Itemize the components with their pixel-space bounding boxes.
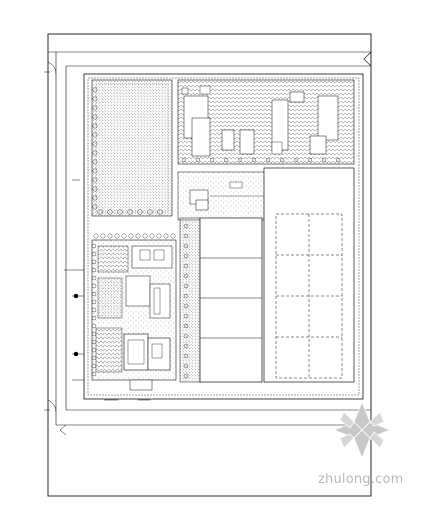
tree-symbol: [183, 283, 189, 289]
dimension-marks: [44, 71, 150, 411]
tree-symbol: [91, 315, 97, 321]
northeast-building-compound: [177, 79, 355, 165]
tree-symbol: [163, 233, 169, 239]
tree-symbol: [157, 209, 163, 215]
tree-symbol: [142, 233, 148, 239]
tree-symbol: [336, 157, 341, 162]
tree-symbol: [183, 253, 189, 259]
tree-symbol: [93, 233, 99, 239]
tree-symbol: [92, 123, 98, 129]
tree-symbol: [97, 209, 103, 215]
tree-symbol: [183, 273, 189, 279]
tree-symbol: [91, 307, 97, 313]
tree-symbol: [92, 141, 98, 147]
tree-symbol: [183, 313, 189, 319]
tree-symbol: [91, 347, 97, 353]
tree-symbol: [91, 259, 97, 265]
tree-symbol: [92, 168, 98, 174]
tree-symbol: [266, 157, 271, 162]
tree-symbol: [91, 291, 97, 297]
tree-symbol: [183, 243, 189, 249]
tree-symbol: [91, 355, 97, 361]
tree-symbol: [92, 204, 98, 210]
site-boundary: [83, 73, 364, 400]
tree-symbol: [147, 209, 153, 215]
left-road: [47, 52, 67, 425]
tree-symbol: [183, 223, 189, 229]
tree-symbol: [92, 105, 98, 111]
tree-symbol: [91, 371, 97, 377]
tree-symbol: [91, 267, 97, 273]
tree-symbol: [121, 233, 127, 239]
tree-symbol: [137, 209, 143, 215]
tree-symbol: [183, 293, 189, 299]
tree-symbol: [107, 233, 113, 239]
tree-symbol: [92, 150, 98, 156]
tree-symbol: [91, 363, 97, 369]
tree-symbol: [135, 233, 141, 239]
tree-symbol: [251, 157, 256, 162]
tree-symbol: [183, 233, 189, 239]
tree-symbol: [100, 233, 106, 239]
tree-symbol: [92, 195, 98, 201]
tree-symbol: [237, 157, 242, 162]
tree-symbol: [92, 87, 98, 93]
warehouse-block-right: [263, 167, 355, 383]
tree-symbol: [91, 275, 97, 281]
tree-symbol: [209, 157, 214, 162]
tree-symbol: [308, 157, 313, 162]
tree-symbol: [92, 177, 98, 183]
tree-symbol: [183, 353, 189, 359]
tree-symbol: [183, 363, 189, 369]
central-entrance-strip: [177, 171, 271, 221]
tree-symbol: [114, 233, 120, 239]
tree-symbol: [322, 157, 327, 162]
tree-symbols: [91, 87, 341, 379]
watermark-text: zhulong.com: [318, 472, 404, 487]
bottom-road: [56, 409, 371, 436]
tree-symbol: [117, 209, 123, 215]
tree-symbol: [170, 233, 176, 239]
top-road: [48, 51, 372, 67]
tree-symbol: [183, 323, 189, 329]
zhulong-logo-icon: [332, 400, 392, 460]
tree-symbol: [195, 157, 200, 162]
tree-symbol: [294, 157, 299, 162]
tree-symbol: [107, 209, 113, 215]
warehouse-blocks-middle: [179, 217, 263, 383]
tree-symbol: [91, 339, 97, 345]
tree-symbol: [92, 96, 98, 102]
tree-symbol: [91, 243, 97, 249]
tree-symbol: [280, 157, 285, 162]
tree-symbol: [183, 333, 189, 339]
tree-symbol: [91, 299, 97, 305]
tree-symbol: [91, 331, 97, 337]
tree-symbol: [92, 114, 98, 120]
tree-symbol: [92, 159, 98, 165]
tree-symbol: [92, 132, 98, 138]
tree-symbol: [223, 157, 228, 162]
southwest-building-cluster: [91, 239, 177, 391]
tree-symbol: [127, 209, 133, 215]
tree-symbol: [91, 251, 97, 257]
sheet-frame: [47, 33, 372, 497]
tree-symbol: [149, 233, 155, 239]
northwest-green-field: [91, 79, 173, 217]
tree-symbol: [183, 343, 189, 349]
tree-symbol: [181, 157, 186, 162]
tree-symbol: [183, 263, 189, 269]
tree-symbol: [183, 303, 189, 309]
tree-symbol: [91, 283, 97, 289]
tree-symbol: [92, 186, 98, 192]
tree-symbol: [128, 233, 134, 239]
tree-symbol: [183, 373, 189, 379]
tree-symbol: [156, 233, 162, 239]
tree-symbol: [91, 323, 97, 329]
